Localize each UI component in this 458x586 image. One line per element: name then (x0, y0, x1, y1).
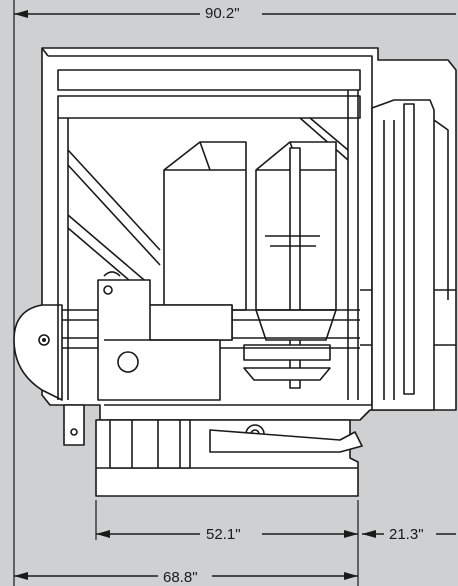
base-length-label: 52.1" (203, 527, 244, 543)
bottom-dimension-lines (14, 500, 456, 586)
base-skid (63, 404, 363, 497)
left-hopper (163, 141, 247, 311)
control-cabinet (97, 271, 233, 401)
overall-length-label: 68.8" (160, 570, 201, 586)
right-conveyor (371, 99, 449, 411)
upper-rails (57, 69, 361, 400)
left-end-cap (13, 304, 63, 401)
overhang-label: 21.3" (386, 527, 427, 543)
right-hopper (255, 141, 337, 389)
diagonal-braces (67, 117, 349, 299)
overall-width-label: 90.2" (202, 6, 243, 22)
top-dimension-line (13, 0, 456, 586)
cabinet-gauge-icon (117, 351, 139, 373)
